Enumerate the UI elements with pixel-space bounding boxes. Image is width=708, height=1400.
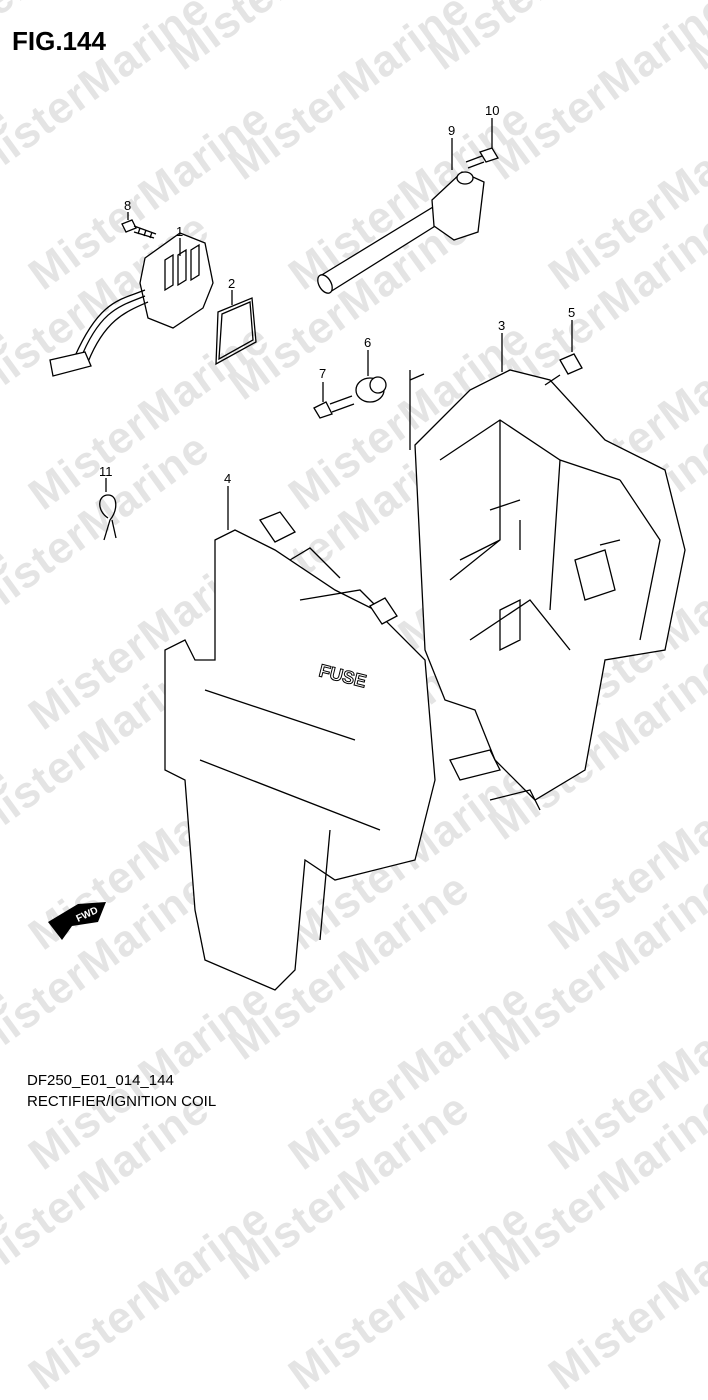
callout-7: 7 — [319, 366, 326, 381]
watermark-text: MisterMarine — [0, 1193, 19, 1400]
part-4-fuse-cover[interactable]: FUSE — [164, 486, 436, 991]
watermark-text: MisterMarine — [20, 1193, 279, 1400]
part-9-ignition-coil[interactable] — [315, 138, 485, 296]
callout-1: 1 — [176, 224, 183, 239]
fwd-arrow-icon: FWD — [48, 902, 106, 940]
callout-5: 5 — [568, 305, 575, 320]
parts-diagram: FUSE FWD 8 1 2 9 10 7 6 3 5 11 4 — [48, 103, 686, 991]
part-6-grommet[interactable] — [355, 350, 387, 403]
callout-11: 11 — [99, 464, 113, 479]
callout-9: 9 — [448, 123, 455, 138]
watermark-text: MisterMarine — [540, 1193, 708, 1400]
figure-title: FIG.144 — [12, 26, 106, 56]
part-10-bolt[interactable] — [465, 118, 499, 169]
part-5-cap[interactable] — [559, 320, 583, 375]
part-3-bracket[interactable] — [409, 333, 686, 811]
callout-10: 10 — [485, 103, 499, 118]
watermark-text: MisterMarine — [280, 1193, 539, 1400]
part-11-clip[interactable] — [99, 478, 117, 541]
callout-3: 3 — [498, 318, 505, 333]
callout-4: 4 — [224, 471, 231, 486]
diagram-caption: RECTIFIER/IGNITION COIL — [27, 1093, 217, 1110]
part-1-rectifier[interactable] — [49, 232, 214, 377]
part-2-gasket[interactable] — [215, 290, 257, 366]
part-7-bolt[interactable] — [313, 382, 355, 419]
part-8-bolt[interactable] — [121, 212, 157, 239]
callout-8: 8 — [124, 198, 131, 213]
callout-2: 2 — [228, 276, 235, 291]
callout-6: 6 — [364, 335, 371, 350]
diagram-code: DF250_E01_014_144 — [27, 1072, 174, 1089]
